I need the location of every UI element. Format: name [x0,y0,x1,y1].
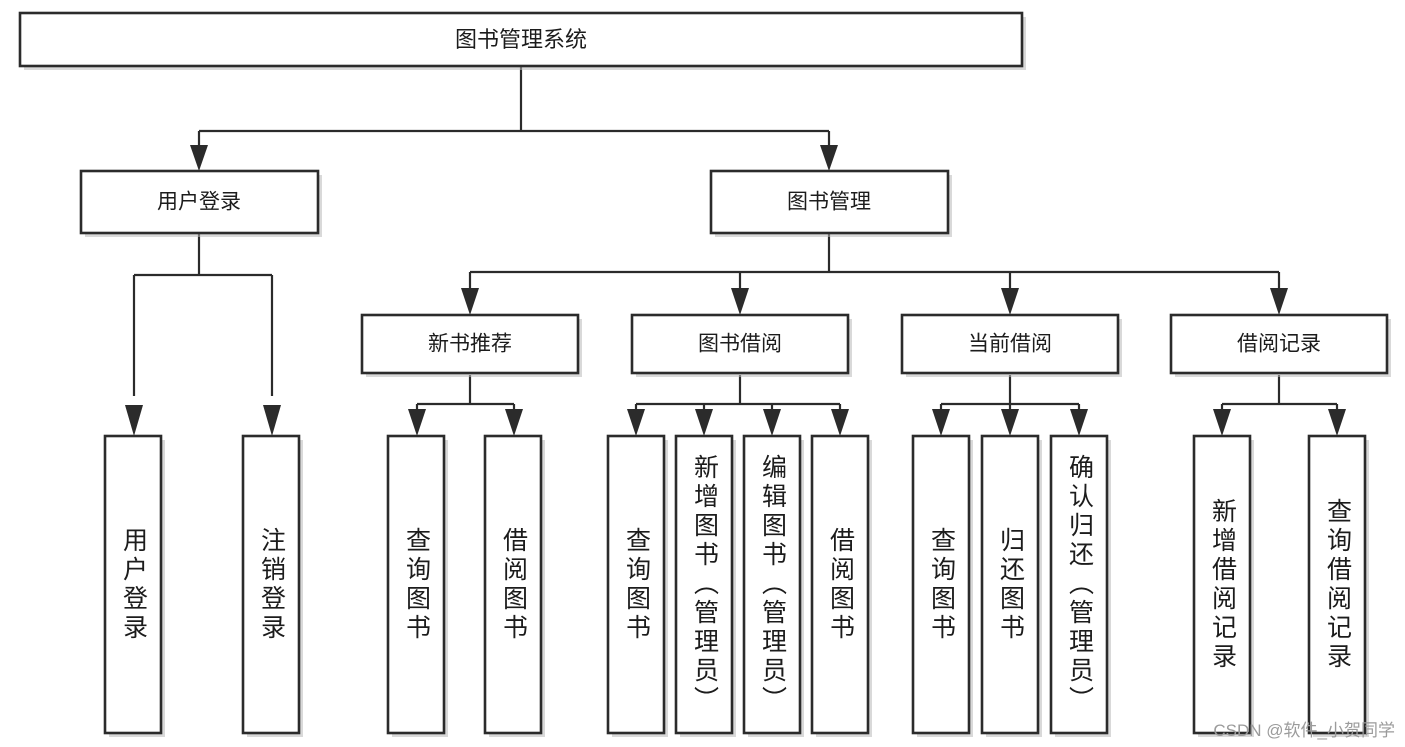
connector-newbook-bus [415,375,516,412]
root-box[interactable] [18,11,1024,68]
level1-label-user-login: 用户登录 [157,191,241,214]
level2-label-new-book-recommend: 新书推荐 [428,333,512,356]
connector-borrowrecord-bus [1220,375,1339,412]
leaf-box-borrow-book-2[interactable] [810,434,870,735]
arrow-to-new-book-recommend [461,288,479,315]
leaf-box-logout[interactable] [241,434,301,735]
arrow-to-book-management [820,145,838,171]
leaf-box-edit-book[interactable] [742,434,802,735]
boxes-layer: 图书管理系统 用户登录 图书管理 新书推荐 图书借阅 当前借阅 借阅记录 [18,11,1391,737]
leaf-box-user-login[interactable] [103,434,163,735]
connector-userlogin-bus [132,233,274,396]
arrow-to-leaf-borrow-book-1 [505,409,523,436]
level2-label-current-borrow: 当前借阅 [968,333,1052,356]
arrow-to-leaf-logout [263,405,281,436]
leaf-box-borrow-book-1[interactable] [483,434,543,735]
connector-bookborrow-bus [634,375,842,412]
level2-label-book-borrow: 图书借阅 [698,333,782,356]
level1-label-book-management: 图书管理 [787,191,871,214]
arrow-to-user-login [190,145,208,171]
connector-root-to-level1 [197,66,831,152]
connector-bookmanagement-bus [468,233,1281,296]
arrow-to-leaf-add-book [695,409,713,436]
arrow-to-leaf-confirm-return [1070,409,1088,436]
root-label: 图书管理系统 [455,27,587,52]
leaf-box-query-book-1[interactable] [386,434,446,735]
arrow-to-borrow-record [1270,288,1288,315]
arrow-to-leaf-return-book [1001,409,1019,436]
arrow-to-leaf-edit-book [763,409,781,436]
arrow-to-leaf-query-record [1328,409,1346,436]
connectors-layer [125,66,1346,436]
leaf-box-query-book-3[interactable] [911,434,971,735]
arrow-to-leaf-query-book-1 [408,409,426,436]
leaf-box-add-book[interactable] [674,434,734,735]
leaf-box-return-book[interactable] [980,434,1040,735]
arrow-to-leaf-user-login [125,405,143,436]
arrow-to-leaf-query-book-3 [932,409,950,436]
level2-box-current-borrow[interactable] [900,313,1120,375]
level1-box-user-login[interactable] [79,169,320,235]
arrow-to-leaf-borrow-book-2 [831,409,849,436]
level1-box-book-management[interactable] [709,169,950,235]
arrow-to-current-borrow [1001,288,1019,315]
connector-currentborrow-bus [939,375,1081,412]
arrow-to-leaf-add-record [1213,409,1231,436]
leaf-box-query-record[interactable] [1307,434,1367,735]
level2-box-book-borrow[interactable] [630,313,850,375]
arrow-to-leaf-query-book-2 [627,409,645,436]
level2-label-borrow-record: 借阅记录 [1237,333,1321,356]
leaf-box-query-book-2[interactable] [606,434,666,735]
leaf-box-add-record[interactable] [1192,434,1252,735]
level2-box-new-book-recommend[interactable] [360,313,580,375]
watermark-text: CSDN @软件_小贺同学 [1213,721,1395,740]
arrow-to-book-borrow [731,288,749,315]
level2-box-borrow-record[interactable] [1169,313,1389,375]
leaf-box-confirm-return[interactable] [1049,434,1109,735]
